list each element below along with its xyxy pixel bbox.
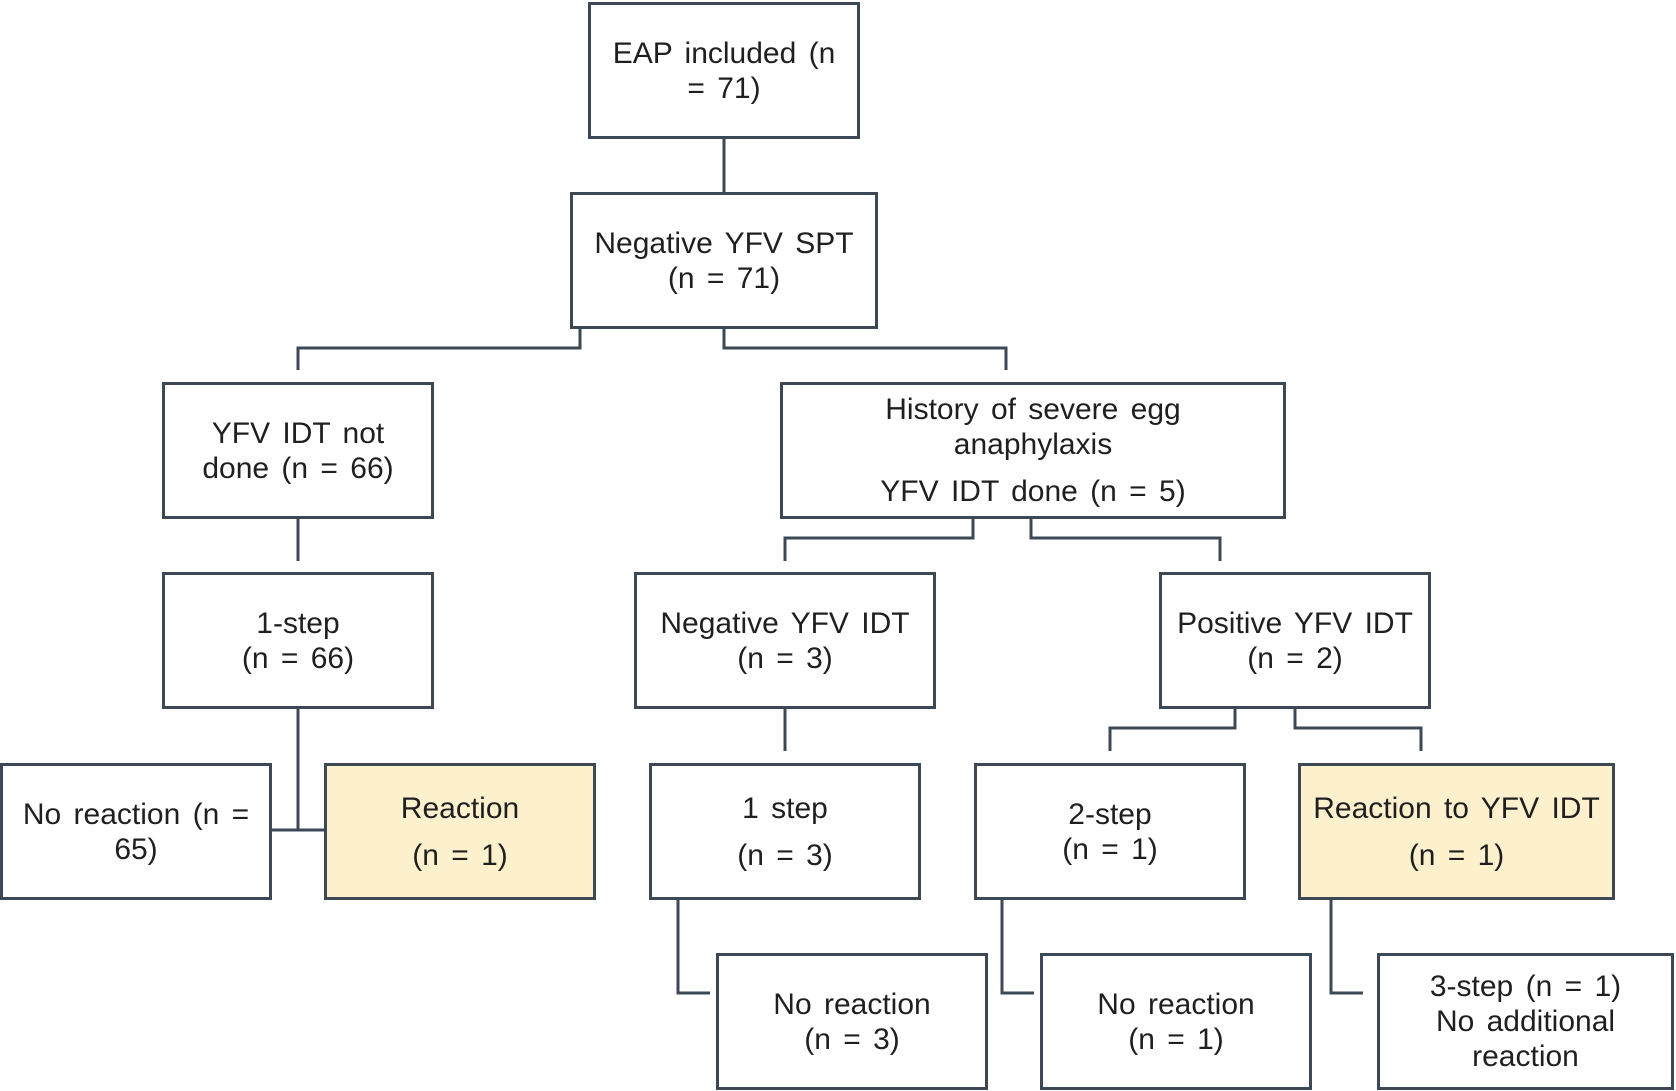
connector-spt-right-branch: [722, 327, 1008, 370]
node-no-reaction-1-line1: No reaction: [1097, 987, 1255, 1021]
node-negative-yfv-spt-line2: (n = 71): [667, 261, 781, 295]
connector-pos-idt-two-step: [1108, 709, 1237, 751]
node-yfv-idt-not-done-line2: done (n = 66): [202, 451, 394, 485]
node-negative-yfv-idt-line2: (n = 3): [737, 641, 833, 675]
node-three-step-line2: No additional: [1435, 1005, 1616, 1038]
node-one-step-66-line2: (n = 66): [241, 641, 355, 675]
node-no-reaction-3-line2: (n = 3): [804, 1022, 900, 1056]
node-positive-yfv-idt: Positive YFV IDT (n = 2): [1159, 572, 1431, 709]
node-no-reaction-1-line2: (n = 1): [1128, 1022, 1224, 1056]
node-two-step: 2-step (n = 1): [974, 763, 1246, 900]
connector-one-step-no-reaction: [676, 899, 710, 995]
node-history-line1: History of severe egg: [885, 393, 1181, 426]
node-eap-included-line2: = 71): [687, 71, 761, 105]
connector-history-pos-idt: [1029, 518, 1222, 561]
node-yfv-idt-not-done: YFV IDT not done (n = 66): [162, 382, 434, 519]
node-positive-yfv-idt-line2: (n = 2): [1247, 641, 1343, 675]
node-three-step: 3-step (n = 1) No additional reaction: [1377, 953, 1674, 1090]
node-negative-yfv-idt: Negative YFV IDT (n = 3): [634, 572, 936, 709]
node-history-severe-egg-anaphylaxis: History of severe egg anaphylaxis YFV ID…: [780, 382, 1286, 519]
node-reaction-1-line1: Reaction: [400, 791, 520, 825]
node-one-step-66: 1-step (n = 66): [162, 572, 434, 709]
node-negative-yfv-spt-line1: Negative YFV SPT: [594, 226, 854, 260]
node-one-step-66-line1: 1-step: [256, 606, 340, 640]
connector-history-neg-idt: [783, 518, 975, 561]
node-no-reaction-3-line1: No reaction: [773, 987, 931, 1021]
connector-pos-idt-reaction: [1293, 709, 1423, 751]
node-reaction-1-line2: (n = 1): [412, 838, 508, 872]
connector-one-step-outcomes: [270, 709, 326, 832]
node-eap-included: EAP included (n = 71): [588, 2, 860, 139]
connector-reaction-three-step: [1329, 899, 1363, 995]
node-reaction-to-yfv-idt-line1: Reaction to YFV IDT: [1313, 791, 1600, 825]
node-two-step-line2: (n = 1): [1062, 832, 1158, 866]
node-eap-included-line1: EAP included (n: [612, 36, 836, 70]
node-reaction-to-yfv-idt-line2: (n = 1): [1408, 838, 1505, 872]
connector-spt-left-branch: [296, 327, 582, 370]
connector-two-step-no-reaction: [1000, 899, 1034, 995]
node-reaction-to-yfv-idt: Reaction to YFV IDT (n = 1): [1298, 763, 1615, 900]
node-one-step-3-line1: 1 step: [742, 791, 828, 825]
node-one-step-3: 1 step (n = 3): [649, 763, 921, 900]
node-negative-yfv-idt-line1: Negative YFV IDT: [660, 606, 910, 640]
node-three-step-line3: reaction: [1472, 1040, 1579, 1073]
node-positive-yfv-idt-line1: Positive YFV IDT: [1177, 606, 1413, 640]
node-no-reaction-1: No reaction (n = 1): [1040, 953, 1312, 1090]
node-no-reaction-65-line2: 65): [114, 832, 158, 866]
node-negative-yfv-spt: Negative YFV SPT (n = 71): [570, 192, 878, 329]
node-no-reaction-3: No reaction (n = 3): [716, 953, 988, 1090]
node-history-line3: YFV IDT done (n = 5): [880, 475, 1186, 508]
node-yfv-idt-not-done-line1: YFV IDT not: [211, 416, 385, 450]
node-no-reaction-65: No reaction (n = 65): [0, 763, 272, 900]
node-reaction-1: Reaction (n = 1): [324, 763, 596, 900]
node-three-step-line1: 3-step (n = 1): [1429, 970, 1622, 1003]
node-history-line2: anaphylaxis: [953, 428, 1113, 461]
node-no-reaction-65-line1: No reaction (n =: [22, 797, 250, 831]
node-two-step-line1: 2-step: [1068, 797, 1152, 831]
node-one-step-3-line2: (n = 3): [737, 838, 833, 872]
